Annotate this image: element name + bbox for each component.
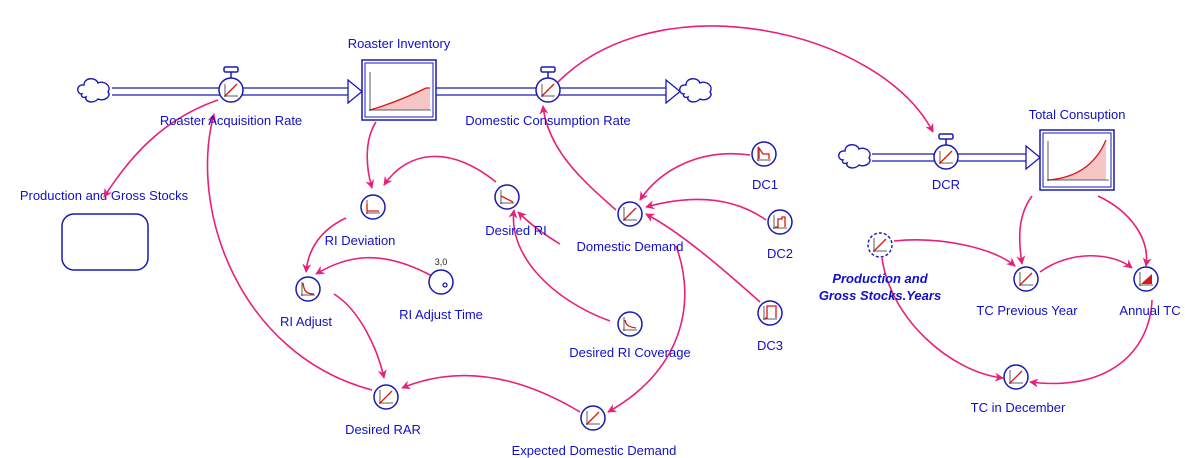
total-consumption-label: Total Consuption (1029, 107, 1126, 122)
aux-ri-adjust[interactable] (295, 276, 321, 302)
aux-dc1[interactable] (751, 141, 777, 167)
desired-ri-coverage-label: Desired RI Coverage (569, 345, 690, 360)
aux-desired-ri-coverage[interactable] (617, 311, 643, 337)
valve-icon[interactable] (218, 66, 244, 103)
stock-roaster-inventory[interactable] (361, 59, 437, 121)
constant-icon[interactable] (428, 269, 454, 295)
aux-dc2[interactable] (767, 209, 793, 235)
dc2-label: DC2 (767, 246, 793, 261)
aux-desired-rar[interactable] (373, 384, 399, 410)
valve-icon[interactable] (933, 133, 959, 170)
dcr-label: DCR (932, 177, 960, 192)
aux-tc-previous-year[interactable] (1013, 266, 1039, 292)
ghost-variable-icon[interactable] (867, 232, 893, 258)
desired-ri-label: Desired RI (485, 223, 546, 238)
cloud-icon (838, 144, 871, 169)
ri-adjust-label: RI Adjust (280, 314, 332, 329)
domestic-consumption-rate-label: Domestic Consumption Rate (465, 113, 630, 128)
dc1-label: DC1 (752, 177, 778, 192)
aux-dc3[interactable] (757, 300, 783, 326)
stock-production-gross-stocks[interactable] (61, 213, 149, 271)
pgs-years-label-line2: Gross Stocks.Years (819, 288, 941, 303)
domestic-demand-label: Domestic Demand (577, 239, 684, 254)
ri-adjust-time-label: RI Adjust Time (399, 307, 483, 322)
aux-expected-domestic-demand[interactable] (580, 405, 606, 431)
valve-icon[interactable] (535, 66, 561, 103)
causal-links (103, 25, 1153, 413)
cloud-icon (77, 78, 110, 103)
roaster-acquisition-rate-label: Roaster Acquisition Rate (160, 113, 302, 128)
aux-annual-tc[interactable] (1133, 266, 1159, 292)
aux-domestic-demand[interactable] (617, 201, 643, 227)
ri-deviation-label: RI Deviation (325, 233, 396, 248)
pgs-years-label-line1: Production and (832, 271, 928, 286)
desired-rar-label: Desired RAR (345, 422, 421, 437)
roaster-inventory-label: Roaster Inventory (348, 36, 451, 51)
aux-ri-deviation[interactable] (360, 194, 386, 220)
ri-adjust-time-value: 3,0 (435, 257, 448, 267)
dc3-label: DC3 (757, 338, 783, 353)
stock-total-consumption[interactable] (1039, 129, 1115, 191)
annual-tc-label: Annual TC (1119, 303, 1180, 318)
cloud-icon (679, 78, 712, 103)
tc-previous-year-label: TC Previous Year (976, 303, 1078, 318)
aux-tc-in-december[interactable] (1003, 364, 1029, 390)
expected-domestic-demand-label: Expected Domestic Demand (512, 443, 677, 458)
tc-in-december-label: TC in December (971, 400, 1066, 415)
aux-desired-ri[interactable] (494, 184, 520, 210)
